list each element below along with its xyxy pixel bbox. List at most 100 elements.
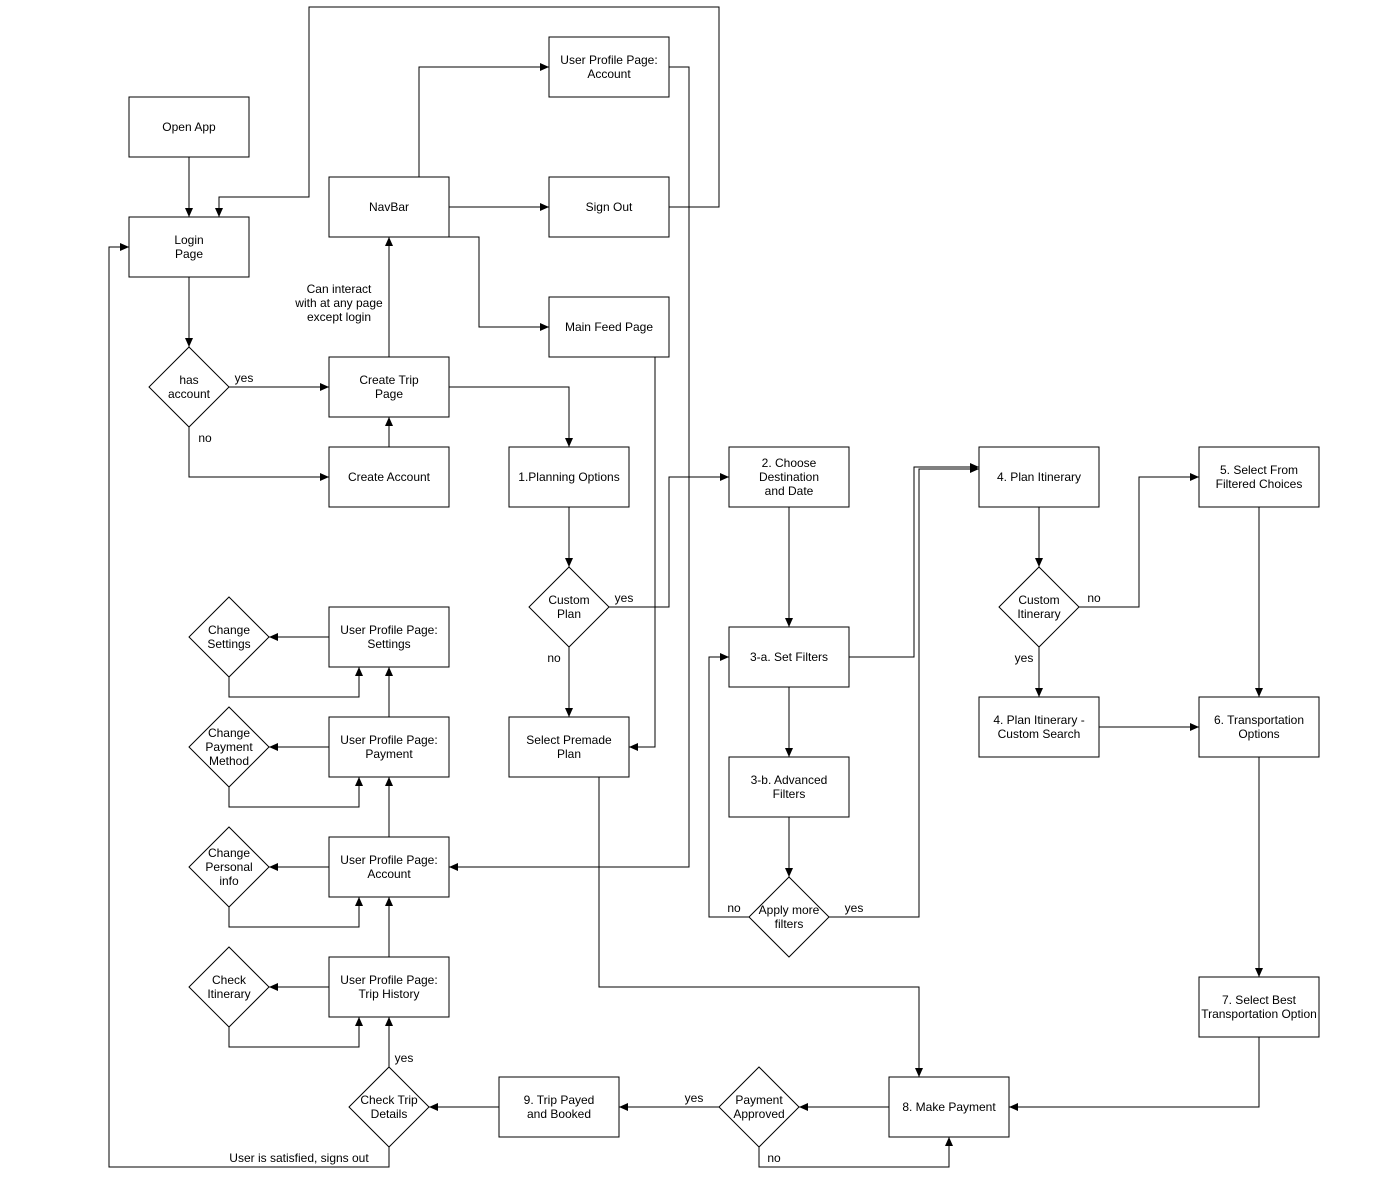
edge-premade-to-make-payment [598, 777, 923, 1077]
decision-diamond-shape [528, 566, 610, 648]
process-box-shape [548, 176, 670, 238]
has-account-text-line: has [179, 373, 198, 387]
decision-diamond-shape [148, 346, 230, 428]
up-account-text-line: User Profile Page: [340, 853, 437, 867]
trip-booked-text-line: 9. Trip Payed [524, 1093, 595, 1107]
trip-booked-text-line: and Booked [527, 1107, 591, 1121]
change-personal-text-line: info [219, 874, 239, 888]
open-app-text-line: Open App [162, 120, 216, 134]
planning-text-line: 1.Planning Options [518, 470, 619, 484]
process-main-feed: Main Feed Page [548, 296, 670, 358]
edge-check_trip-to-login [108, 243, 390, 1168]
edge-create_trip-to-planning [449, 386, 573, 447]
custom-itin-text-line: Custom [1018, 593, 1059, 607]
edge-custom_itin-to-select-filtered [1079, 473, 1199, 608]
process-plan-itin-custom: 4. Plan Itinerary -Custom Search [978, 696, 1100, 758]
custom-plan-text-line: Custom [548, 593, 589, 607]
change-payment-text-line: Method [209, 754, 249, 768]
edges-layer [108, 6, 1263, 1168]
decision-diamond-shape [998, 566, 1080, 648]
apply-more-text-line: filters [775, 917, 804, 931]
edge-change_payment-to-up-payment [228, 777, 363, 808]
process-box-shape [728, 626, 850, 688]
transport-text-line: Options [1238, 727, 1279, 741]
custom-itin-text-line: Itinerary [1017, 607, 1060, 621]
premade-text-line: Select Premade [526, 733, 612, 747]
up-account-top-text-line: Account [587, 67, 631, 81]
custom-plan-text-line: Plan [557, 607, 581, 621]
process-box-shape [508, 446, 630, 508]
edge-label-navbar-note-text-line: Can interact [307, 282, 372, 296]
process-box-shape [328, 836, 450, 898]
process-up-settings: User Profile Page:Settings [328, 606, 450, 668]
process-box-shape [1198, 696, 1320, 758]
edge-apply_more-to-set-filters [708, 653, 749, 918]
plan-itin-custom-text-line: Custom Search [998, 727, 1081, 741]
create-trip-text-line: Page [375, 387, 403, 401]
check-itin-text-line: Check [212, 973, 247, 987]
choose-dest-text-line: and Date [765, 484, 814, 498]
change-personal-text-line: Personal [205, 860, 252, 874]
process-box-shape [888, 1076, 1010, 1138]
up-trip-history-text-line: User Profile Page: [340, 973, 437, 987]
process-box-shape [548, 296, 670, 358]
make-payment-text-line: 8. Make Payment [902, 1100, 996, 1114]
login-text-line: Page [175, 247, 203, 261]
up-payment-text-line: Payment [365, 747, 413, 761]
process-make-payment: 8. Make Payment [888, 1076, 1010, 1138]
process-sign-out: Sign Out [548, 176, 670, 238]
edge-label-yes-has-account-text-line: yes [235, 371, 254, 385]
edge-label-no-apply-more-text-line: no [727, 901, 741, 915]
up-settings-text-line: User Profile Page: [340, 623, 437, 637]
decision-diamond-shape [718, 1066, 800, 1148]
apply-more-text-line: Apply more [759, 903, 820, 917]
edge-label-no-custom-plan-text-line: no [547, 651, 561, 665]
process-box-shape [328, 176, 450, 238]
best-transport-text-line: 7. Select Best [1222, 993, 1297, 1007]
edge-label-no-custom-plan: no [547, 651, 561, 665]
edge-label-yes-check-trip: yes [395, 1051, 414, 1065]
edge-label-no-payment-text-line: no [767, 1151, 781, 1165]
edge-label-yes-custom-itin: yes [1015, 651, 1034, 665]
edge-label-no-has-account-text-line: no [198, 431, 212, 445]
edge-change_personal-to-up-account [228, 897, 363, 928]
up-account-text-line: Account [367, 867, 411, 881]
edge-navbar-to-up-account-top [418, 63, 549, 177]
edge-label-no-has-account: no [198, 431, 212, 445]
edge-set_filters-to-plan-itin [849, 463, 979, 658]
edge-up_account_top-to-up-account [449, 66, 690, 871]
plan-itin-custom-text-line: 4. Plan Itinerary - [993, 713, 1084, 727]
edge-has_account-to-create-account [188, 427, 329, 481]
set-filters-text-line: 3-a. Set Filters [750, 650, 828, 664]
create-account-text-line: Create Account [348, 470, 431, 484]
edge-label-no-custom-itin: no [1087, 591, 1101, 605]
select-filtered-text-line: 5. Select From [1220, 463, 1298, 477]
process-box-shape [498, 1076, 620, 1138]
process-up-trip-history: User Profile Page:Trip History [328, 956, 450, 1018]
payment-approved-text-line: Approved [733, 1107, 784, 1121]
up-settings-text-line: Settings [367, 637, 410, 651]
edge-label-navbar-note-text-line: with at any page [294, 296, 383, 310]
has-account-text-line: account [168, 387, 211, 401]
edge-label-yes-custom-plan: yes [615, 591, 634, 605]
decision-diamond-shape [188, 596, 270, 678]
